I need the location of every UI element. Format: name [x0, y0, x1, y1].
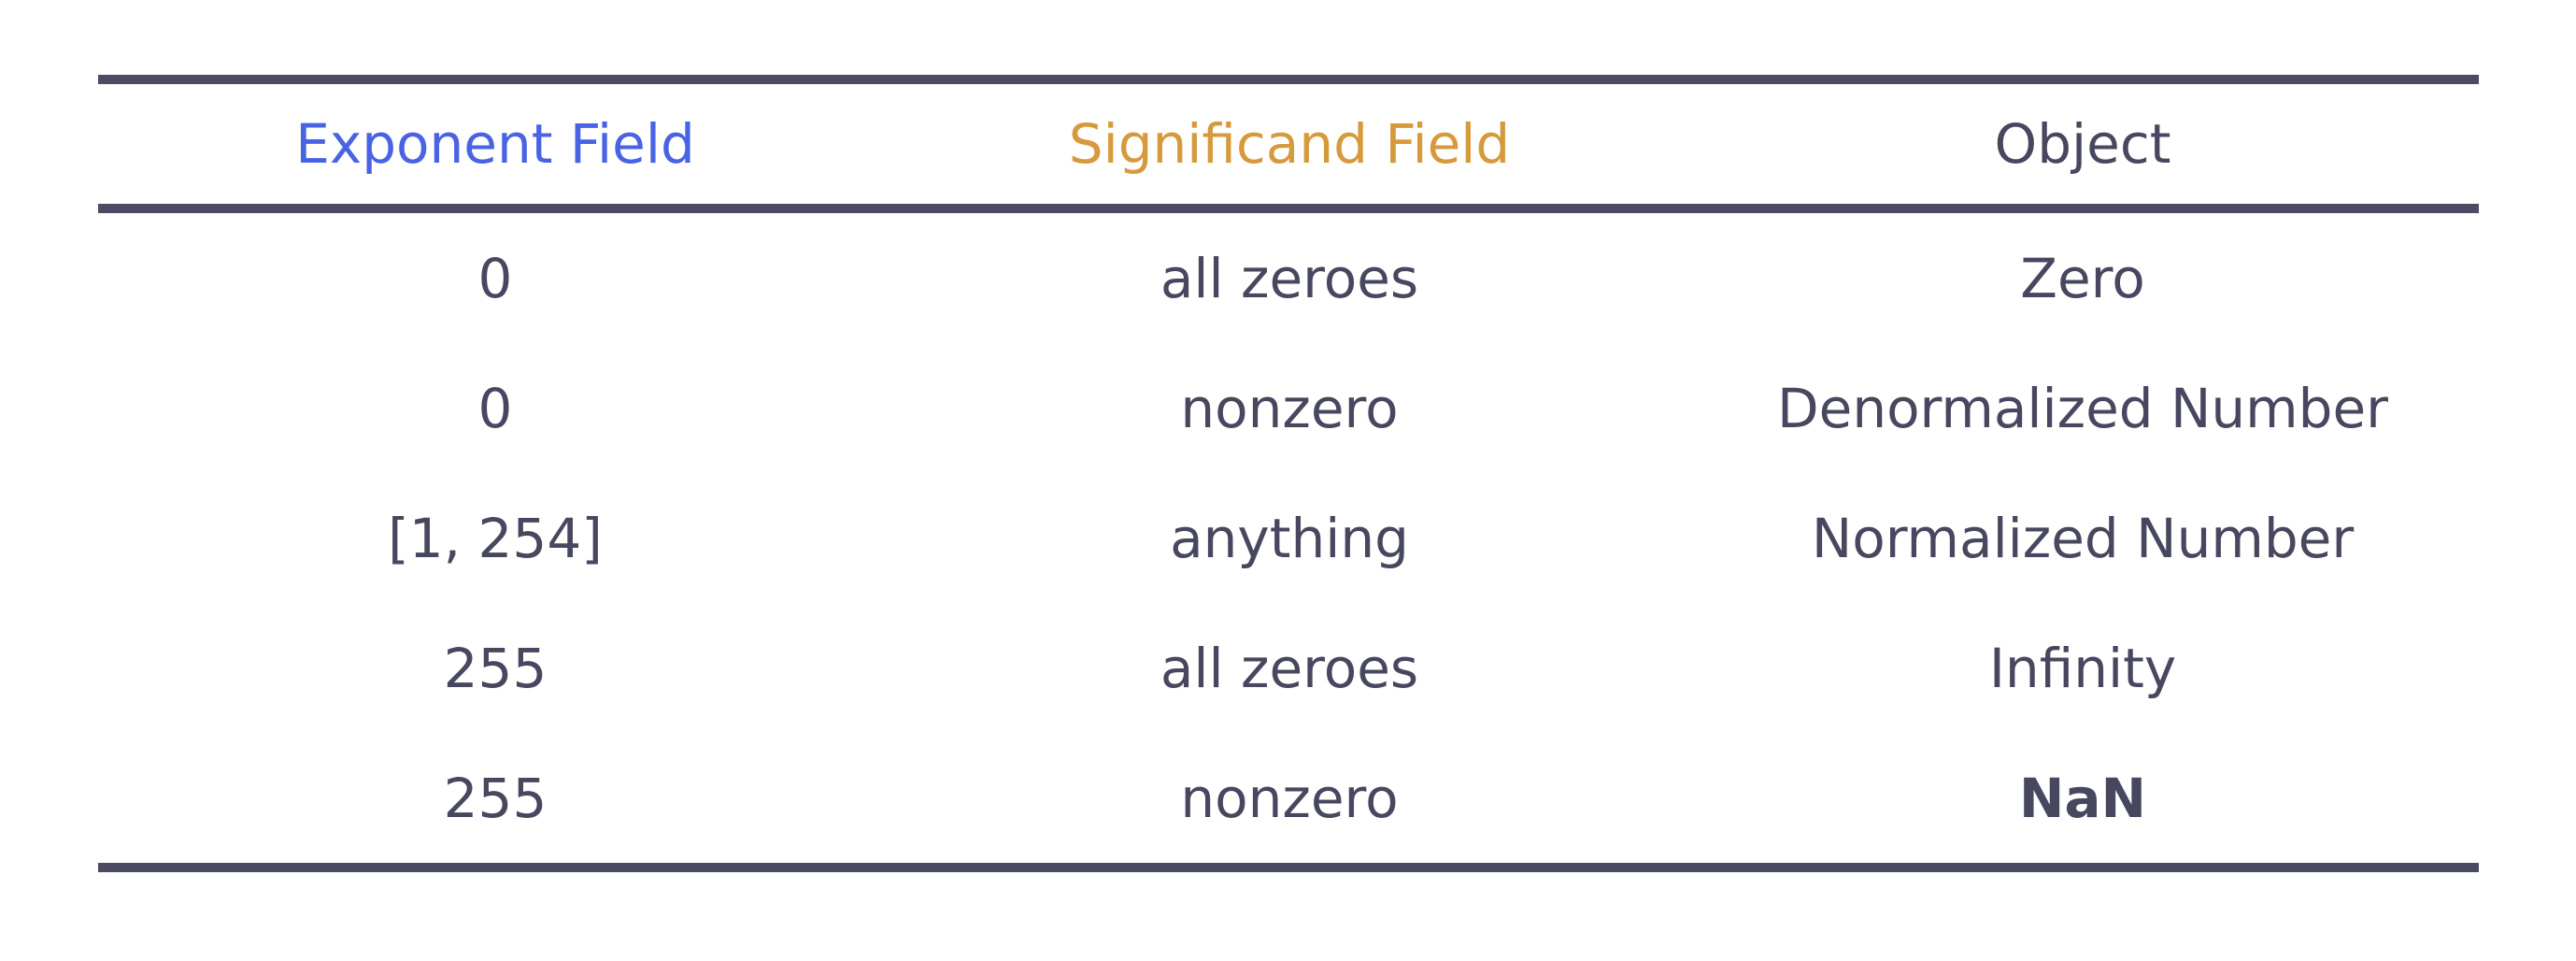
cell-exponent: [1, 254] — [388, 506, 603, 570]
table-row: 0 all zeroes Zero — [98, 208, 2479, 343]
cell-object: Denormalized Number — [1776, 376, 2389, 440]
ieee-float-table: Exponent Field Significand Field Object … — [98, 75, 2479, 872]
cell-significand: anything — [1170, 506, 1409, 570]
cell-object: NaN — [2018, 766, 2147, 830]
cell-object: Zero — [2020, 246, 2145, 310]
table-body: 0 all zeroes Zero 0 nonzero Denormalized… — [98, 208, 2479, 868]
header-exponent-field: Exponent Field — [295, 112, 695, 176]
header-object: Object — [1994, 112, 2171, 176]
table-row: 255 all zeroes Infinity — [98, 603, 2479, 733]
header-row: Exponent Field Significand Field Object — [98, 79, 2479, 208]
header-significand-field: Significand Field — [1068, 112, 1511, 176]
table-header: Exponent Field Significand Field Object — [98, 79, 2479, 208]
ieee-float-table-container: Exponent Field Significand Field Object … — [98, 75, 2479, 872]
cell-significand: all zeroes — [1160, 246, 1419, 310]
table-row: [1, 254] anything Normalized Number — [98, 473, 2479, 603]
cell-significand: nonzero — [1180, 376, 1399, 440]
table-row: 255 nonzero NaN — [98, 733, 2479, 868]
cell-object: Normalized Number — [1811, 506, 2355, 570]
cell-exponent: 255 — [443, 636, 548, 700]
table-row: 0 nonzero Denormalized Number — [98, 343, 2479, 473]
cell-object: Infinity — [1988, 636, 2177, 700]
cell-exponent: 0 — [477, 376, 513, 440]
cell-significand: nonzero — [1180, 766, 1399, 830]
cell-significand: all zeroes — [1160, 636, 1419, 700]
cell-exponent: 255 — [443, 766, 548, 830]
cell-exponent: 0 — [477, 246, 513, 310]
